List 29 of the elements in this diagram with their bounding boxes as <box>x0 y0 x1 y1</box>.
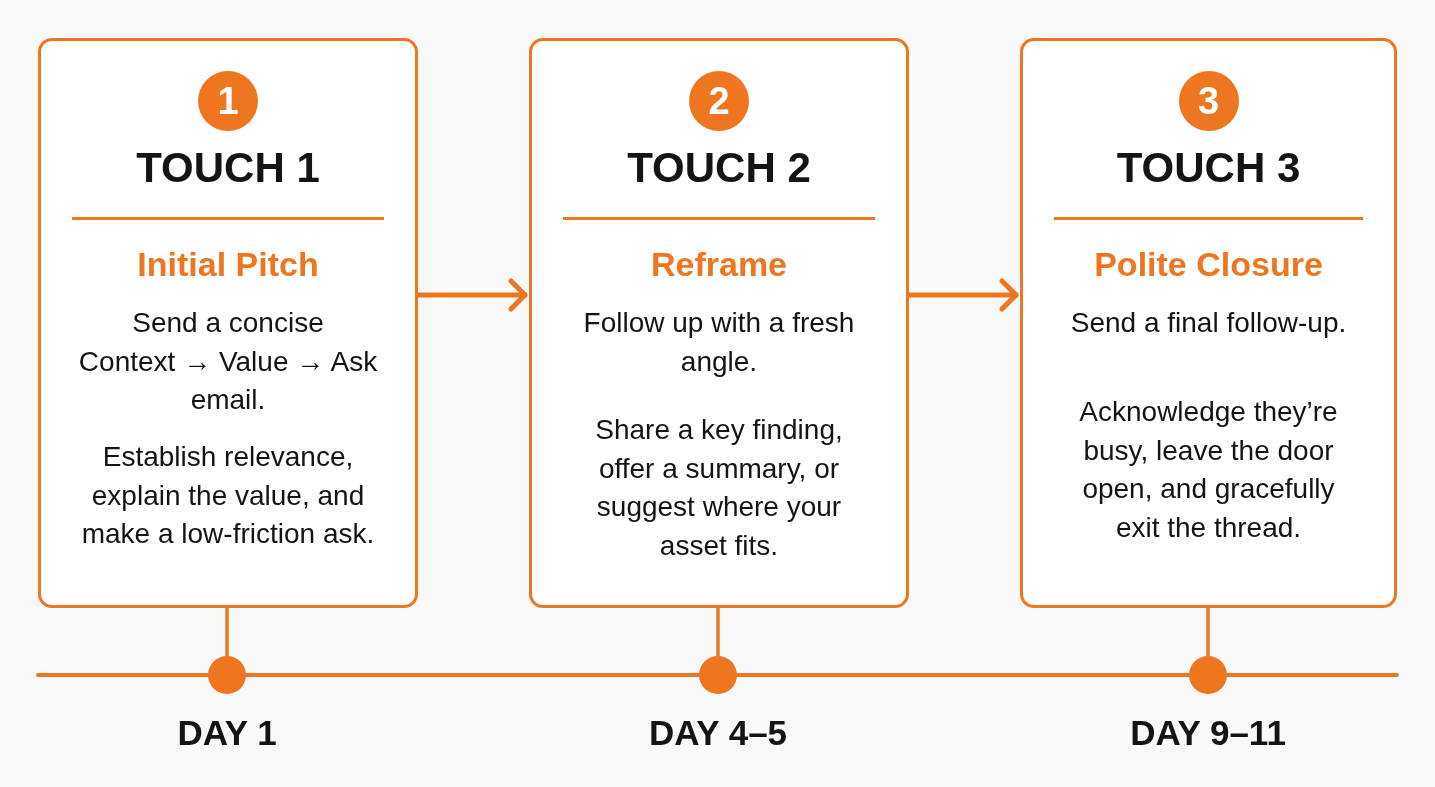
connector-line <box>1206 608 1210 656</box>
card-description: Send a concise Context → Value → Ask email. <box>78 306 378 417</box>
card-description: Follow up with a fresh angle. <box>583 306 855 379</box>
card-title: TOUCH 1 <box>136 144 320 192</box>
card-subtitle: Reframe <box>650 244 788 285</box>
step-card <box>1020 38 1397 608</box>
timeline-dot <box>699 656 737 694</box>
card-description: Send a final follow-up. <box>1070 306 1347 340</box>
flow-arrow <box>909 278 1019 312</box>
card-description: Acknowledge they’re busy, leave the door open, and gracefully exit the thread. <box>1079 395 1338 545</box>
connector-line <box>225 608 229 656</box>
card-title: TOUCH 2 <box>627 144 811 192</box>
step-card <box>529 38 909 608</box>
connector-line <box>716 608 720 656</box>
day-label: DAY 1 <box>177 712 277 754</box>
step-number-badge: 2 <box>689 71 749 131</box>
step-number-badge: 3 <box>1178 71 1239 131</box>
card-description: Establish relevance, explain the value, and make a low-friction ask. <box>81 440 375 551</box>
day-label: DAY 4–5 <box>648 712 788 754</box>
timeline-dot <box>208 656 246 694</box>
card-subtitle: Polite Closure <box>1094 244 1323 285</box>
card-subtitle: Initial Pitch <box>137 244 319 285</box>
step-card <box>38 38 418 608</box>
day-label: DAY 9–11 <box>1130 712 1286 754</box>
step-number-badge: 1 <box>198 71 258 131</box>
card-title: TOUCH 3 <box>1116 144 1301 192</box>
flow-arrow <box>418 278 528 312</box>
timeline-dot <box>1189 656 1227 694</box>
card-description: Share a key finding, offer a summary, or suggest where your asset fits. <box>595 413 843 563</box>
